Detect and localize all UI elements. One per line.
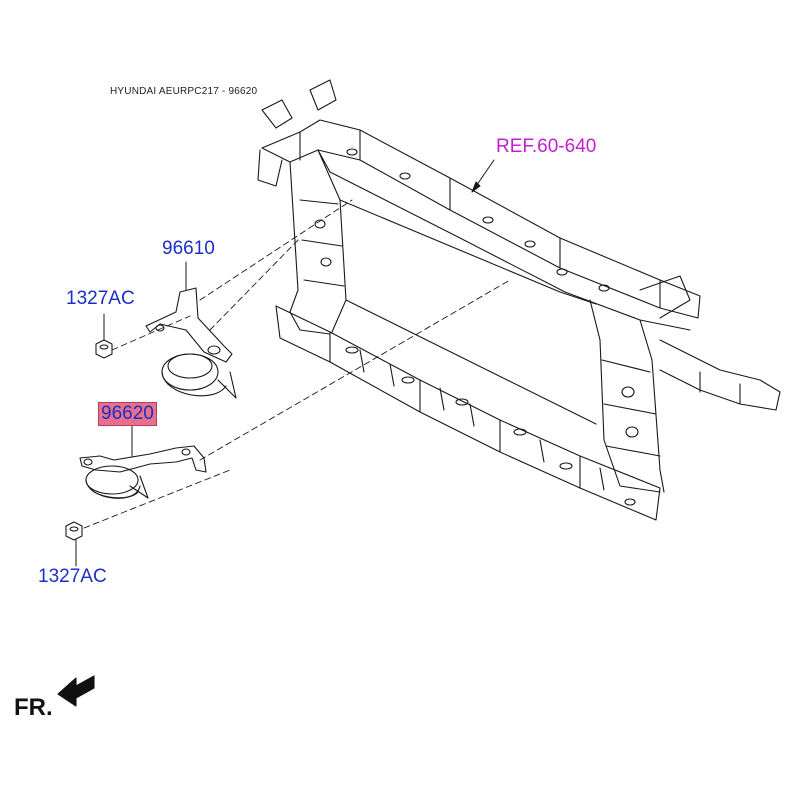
- part-96620-callout[interactable]: 96620: [98, 402, 157, 426]
- part-1327ac-top-callout[interactable]: 1327AC: [66, 288, 135, 309]
- front-label: FR.: [14, 694, 53, 721]
- horn-96620: [79, 445, 207, 499]
- front-end-carrier: [257, 79, 781, 521]
- diagram-header: HYUNDAI AEURPC217 - 96620: [110, 86, 258, 97]
- front-direction-arrow-icon: [57, 675, 95, 707]
- dashed-lines: [83, 199, 511, 529]
- horn-96610: [145, 287, 237, 399]
- part-1327ac-bottom-callout[interactable]: 1327AC: [38, 566, 107, 587]
- nut-1327ac-bottom: [65, 521, 83, 541]
- part-96610-callout[interactable]: 96610: [162, 238, 215, 259]
- nut-1327ac-top: [95, 339, 113, 359]
- ref-callout[interactable]: REF.60-640: [496, 136, 597, 157]
- leader-lines: [75, 159, 495, 567]
